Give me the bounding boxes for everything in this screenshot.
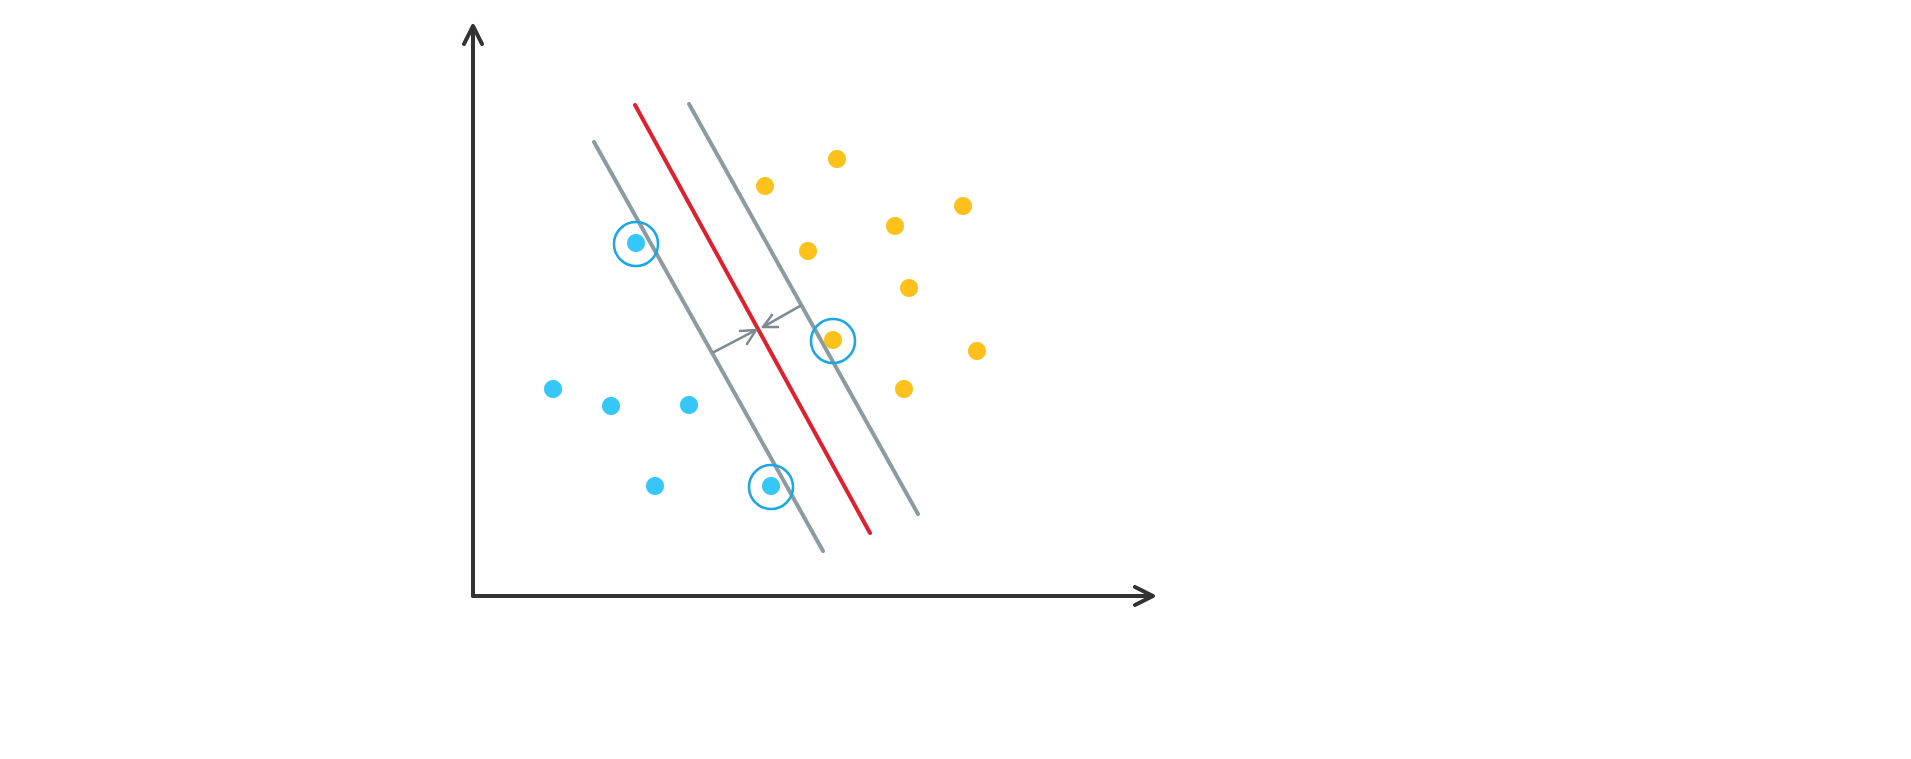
hyperplane-line [633,103,872,535]
blue-class-point [680,396,698,414]
yellow-class-point [895,380,913,398]
yellow-class-point [900,279,918,297]
yellow-class-point [799,242,817,260]
blue-class-point [602,397,620,415]
yellow-class-point [756,177,774,195]
blue-class-point [544,380,562,398]
yellow-class-point [824,331,842,349]
yellow-class-point [886,217,904,235]
margin-arrows [712,304,802,354]
yellow-class-point [954,197,972,215]
blue-class-point [762,477,780,495]
support-vector-ring [612,220,660,268]
points-layer [544,150,986,511]
yellow-class-point [968,342,986,360]
support-vector-ring [747,463,795,511]
support-vector-ring [809,317,857,365]
margin-line-right [687,102,920,516]
margin-arrow-left-head [738,328,758,346]
margin-arrow-left-shaft [712,328,758,354]
margin-line-left [592,140,825,553]
y-axis-arrowhead [462,24,484,46]
x-axis-arrowhead [1133,585,1155,607]
axes [462,24,1155,607]
blue-class-point [627,234,645,252]
yellow-class-point [828,150,846,168]
margin-arrow-right-shaft [761,304,802,329]
blue-class-point [646,477,664,495]
margin-arrow-right-head [761,313,780,329]
